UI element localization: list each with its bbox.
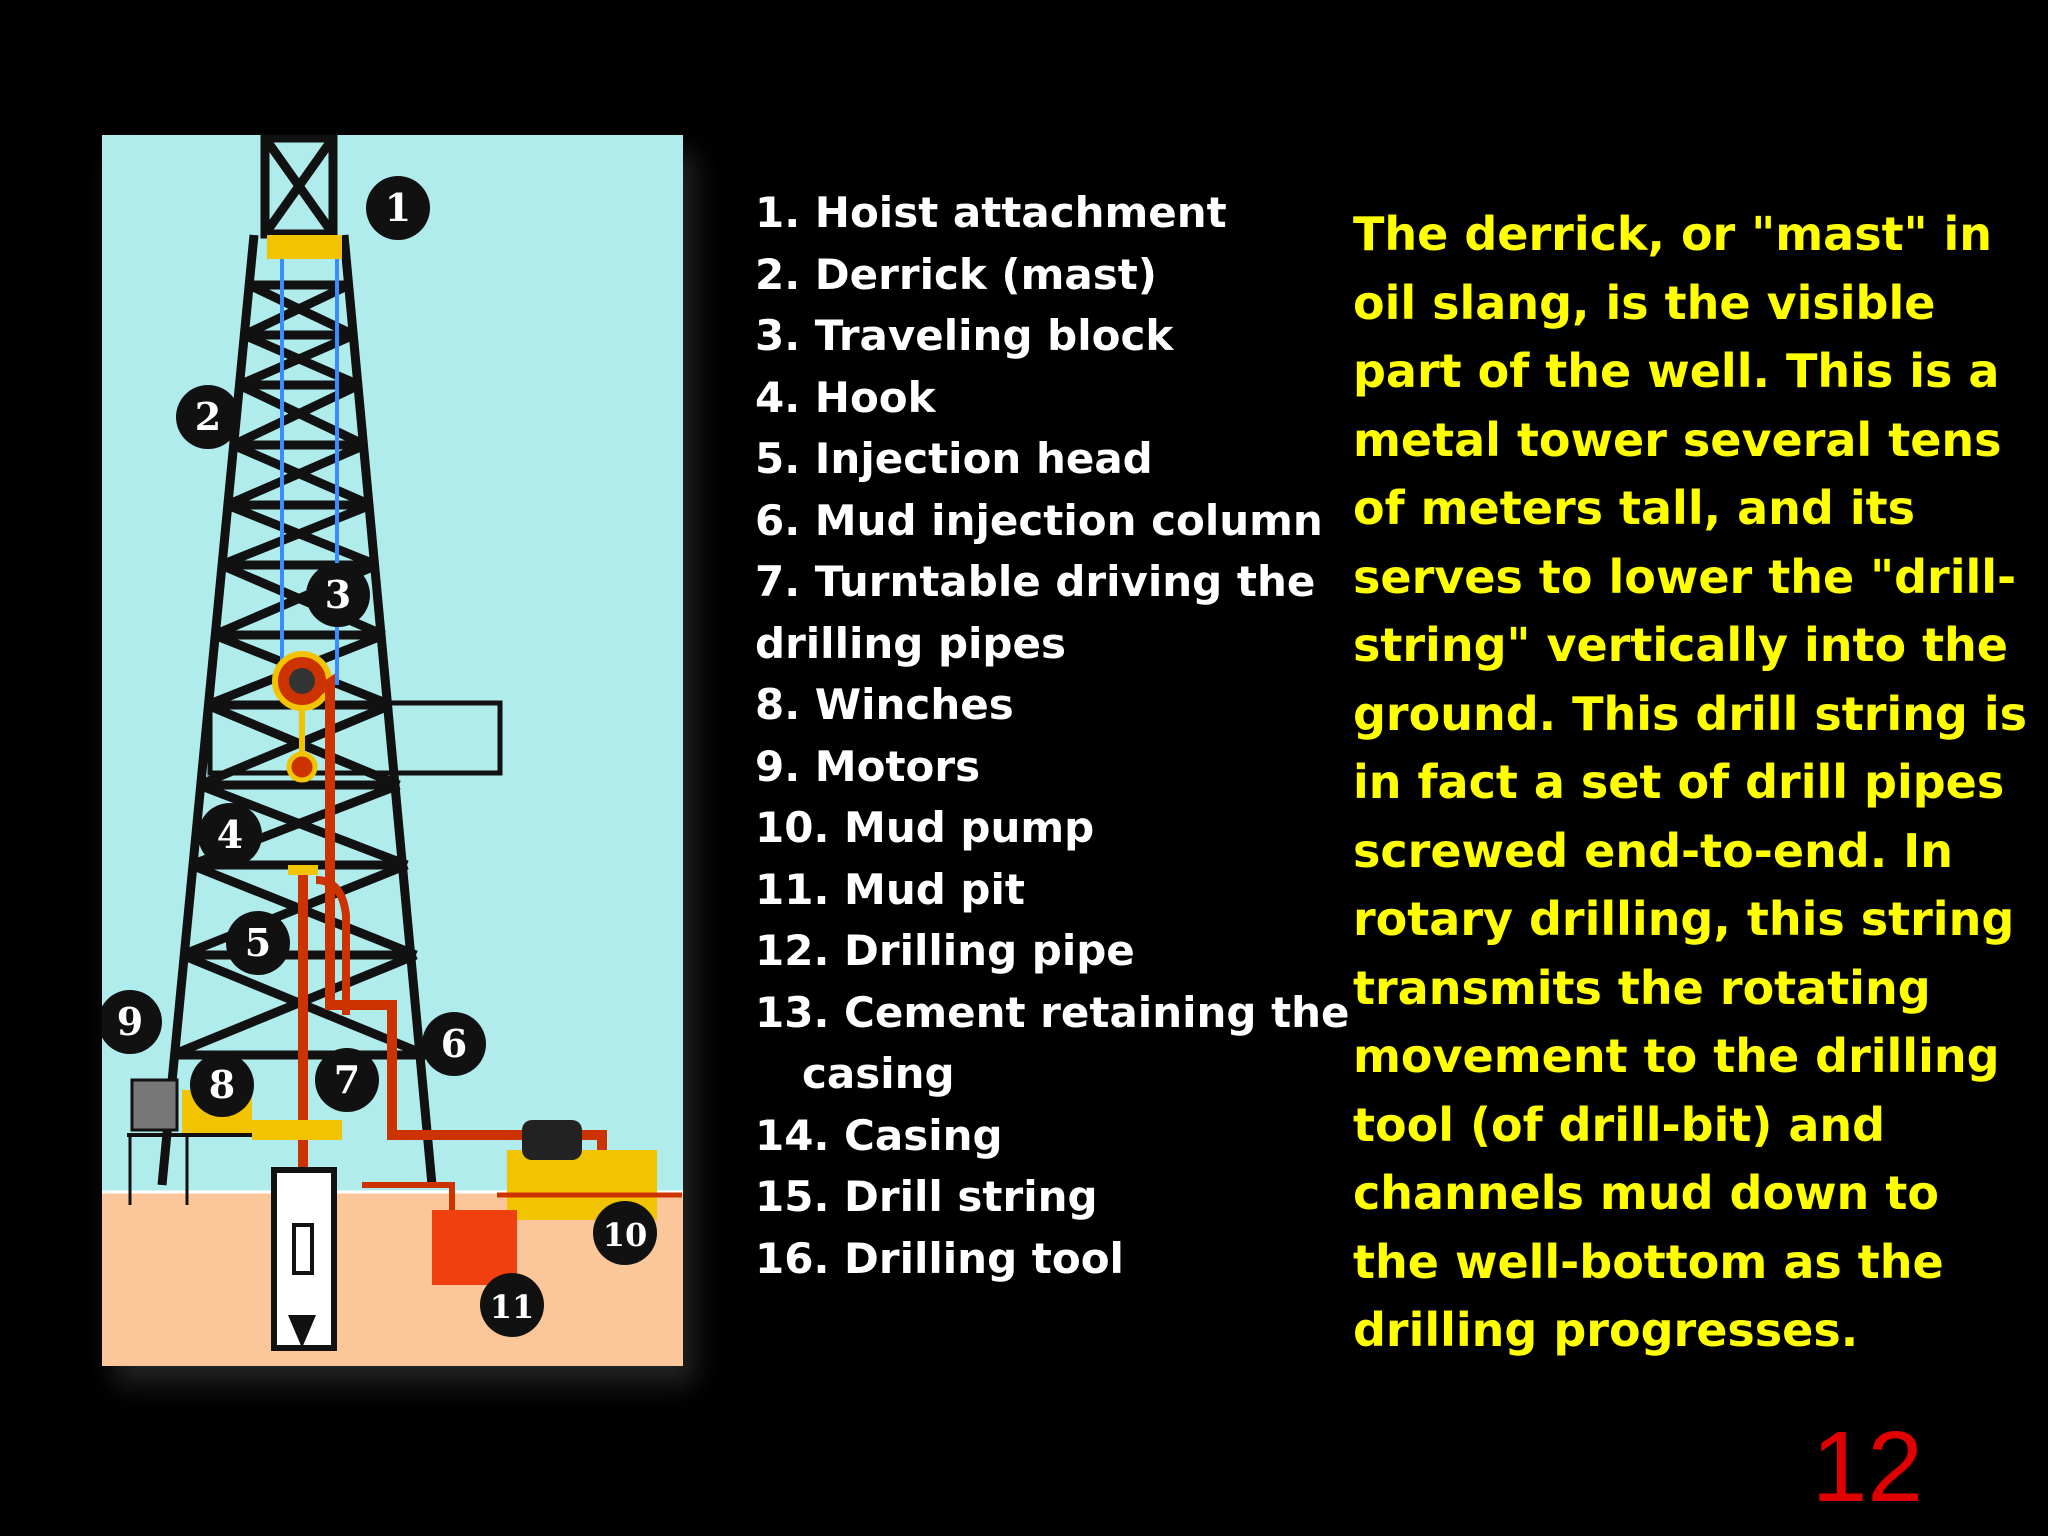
slide-number: 12 (1811, 1411, 1923, 1523)
component-list-item: 8. Winches (755, 674, 1315, 736)
component-list-item: 1. Hoist attachment (755, 182, 1315, 244)
component-label: 9. Motors (755, 741, 981, 791)
drilling-rig-diagram: 1 2 3 4 5 6 7 8 9 10 11 (102, 135, 683, 1366)
component-label: 11. Mud pit (755, 864, 1025, 914)
component-list-item: 11. Mud pit (755, 859, 1315, 921)
mud-pit (432, 1210, 517, 1285)
description-line: rotary drilling, this string (1353, 892, 2015, 946)
component-label-continuation: casing (802, 1049, 955, 1098)
motors (130, 1078, 179, 1132)
component-list-item: 4. Hook (755, 367, 1315, 429)
callout-4: 4 (217, 812, 243, 857)
callout-1: 1 (385, 185, 411, 230)
component-label: 8. Winches (755, 680, 1014, 729)
description-line: metal tower several tens (1353, 412, 2002, 467)
component-list-item: 7. Turntable driving the drilling pipes (755, 551, 1315, 674)
component-label: 13. Cement retaining the (755, 987, 1350, 1037)
component-list-item: 14. Casing (755, 1105, 1315, 1167)
callout-7: 7 (334, 1057, 360, 1102)
component-label: 12. Drilling pipe (755, 926, 1135, 975)
component-label-continuation: drilling pipes (755, 618, 1066, 668)
injection-head (288, 865, 318, 875)
component-label: 4. Hook (755, 372, 936, 422)
component-list-item: 3. Traveling block (755, 305, 1315, 367)
component-label: 16. Drilling tool (755, 1233, 1124, 1283)
description-line: ground. This drill string is (1353, 686, 2028, 741)
component-list-item: 16. Drilling tool (755, 1228, 1315, 1290)
description-line: oil slang, is the visible (1353, 275, 1936, 330)
description-line: screwed end-to-end. In (1353, 823, 1954, 878)
callout-8: 8 (209, 1062, 235, 1107)
component-list: 1. Hoist attachment 2. Derrick (mast) 3. T… (755, 182, 1350, 1290)
component-label: 7. Turntable driving the (755, 557, 1316, 606)
description-line: The derrick, or "mast" in (1353, 207, 1993, 261)
component-label: 14. Casing (755, 1110, 1003, 1160)
component-label: 1. Hoist attachment (755, 188, 1227, 237)
description-line: in fact a set of drill pipes (1353, 755, 2005, 809)
callout-5: 5 (245, 920, 271, 965)
description-line: string" vertically into the (1353, 618, 2009, 672)
drilling-rig-illustration: 1 2 3 4 5 6 7 8 9 10 11 (102, 135, 683, 1366)
description-line: channels mud down to (1353, 1166, 1939, 1220)
description-line: tool (of drill-bit) and (1353, 1097, 1886, 1152)
component-list-item: 6. Mud injection column (755, 490, 1323, 552)
description-line: part of the well. This is a (1353, 344, 2000, 398)
component-label: 6. Mud injection column (755, 495, 1323, 545)
callout-11: 11 (490, 1288, 535, 1326)
component-label: 10. Mud pump (755, 803, 1095, 852)
description-line: the well-bottom as the (1353, 1234, 1944, 1289)
description-line: drilling progresses. (1353, 1303, 1859, 1357)
component-list-item: 13. Cement retaining the casing (755, 982, 1350, 1105)
turntable (252, 1120, 342, 1140)
drilling-tool (288, 1315, 316, 1348)
component-list-item: 5. Injection head (755, 428, 1315, 490)
hoist-attachment (267, 235, 342, 259)
ground (102, 1192, 683, 1366)
component-label: 15. Drill string (755, 1172, 1098, 1221)
description-line: serves to lower the "drill- (1353, 549, 2017, 604)
component-list-item: 12. Drilling pipe (755, 920, 1315, 982)
component-list-item: 10. Mud pump (755, 797, 1315, 859)
derrick-description: The derrick, or "mast" in oil slang, is t… (1353, 200, 2028, 1365)
component-label: 2. Derrick (mast) (755, 249, 1157, 299)
mud-injection-column (315, 673, 607, 1200)
component-list-item: 15. Drill string (755, 1166, 1315, 1228)
description-line: transmits the rotating (1353, 960, 1931, 1015)
description-line: movement to the drilling (1353, 1029, 2000, 1083)
component-label: 3. Traveling block (755, 311, 1174, 360)
hook (286, 751, 318, 783)
component-label: 5. Injection head (755, 434, 1153, 483)
callout-9: 9 (117, 999, 143, 1044)
callout-6: 6 (441, 1021, 467, 1066)
component-list-item: 9. Motors (755, 736, 1315, 798)
description-line: of meters tall, and its (1353, 481, 1915, 535)
component-list-item: 2. Derrick (mast) (755, 244, 1315, 306)
callout-10: 10 (603, 1216, 648, 1254)
drill-string (292, 1223, 314, 1275)
callout-2: 2 (195, 394, 221, 439)
callout-3: 3 (325, 572, 351, 617)
